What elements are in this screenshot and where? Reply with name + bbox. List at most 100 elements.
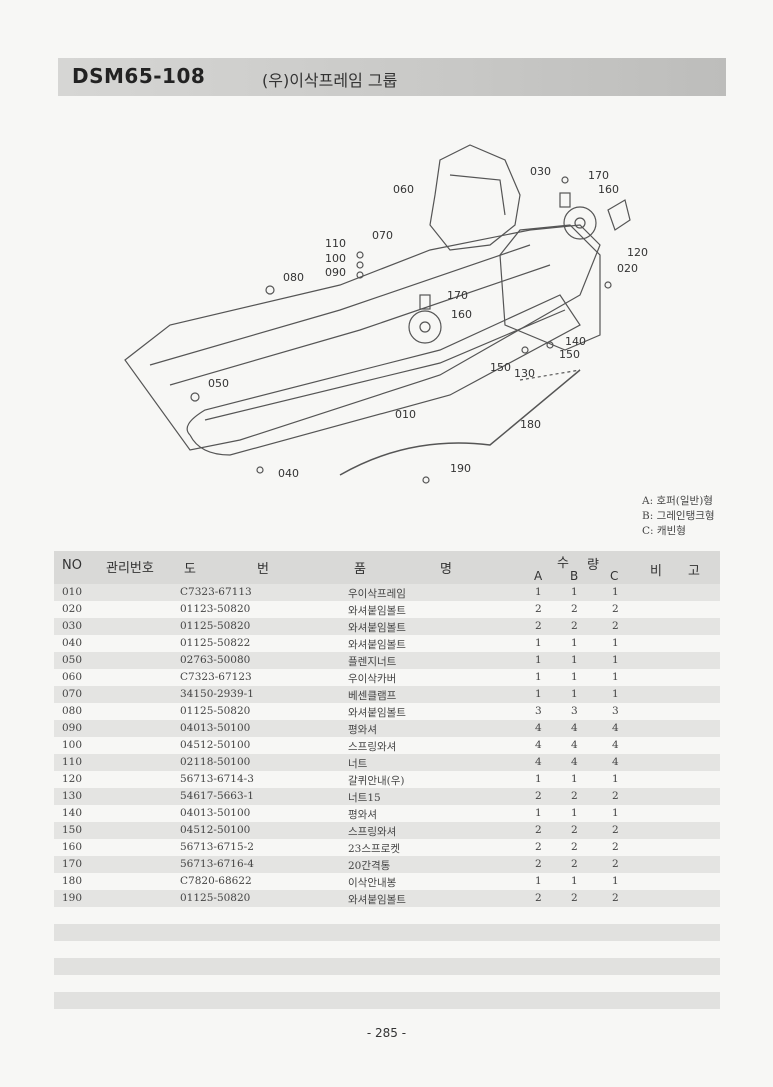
qty-c: 1 bbox=[612, 875, 619, 887]
qty-b: 3 bbox=[571, 705, 578, 717]
header-drawing-1: 도 bbox=[184, 562, 196, 577]
header-drawing-2: 번 bbox=[257, 562, 269, 577]
callout-label: 160 bbox=[451, 308, 472, 321]
qty-b: 1 bbox=[571, 875, 578, 887]
callout-labels: 030 170 160 060 070 110 100 090 080 120 … bbox=[208, 165, 648, 480]
callout-label: 100 bbox=[325, 252, 346, 265]
qty-c: 2 bbox=[612, 824, 619, 836]
callout-label: 130 bbox=[514, 367, 535, 380]
part-name: 와셔붙임볼트 bbox=[348, 894, 406, 906]
part-no: 120 bbox=[62, 773, 83, 785]
part-name: 스프링와셔 bbox=[348, 826, 397, 838]
header-remark-1: 비 bbox=[650, 564, 662, 579]
drawing-number: 56713-6715-2 bbox=[180, 841, 254, 853]
legend-item: B: 그레인탱크형 bbox=[642, 510, 715, 522]
table-blank-row bbox=[54, 924, 720, 941]
table-blank-row bbox=[54, 992, 720, 1009]
part-name: 23스프로켓 bbox=[348, 843, 401, 855]
part-name: 이삭안내봉 bbox=[348, 877, 397, 889]
part-no: 100 bbox=[62, 739, 83, 751]
callout-label: 060 bbox=[393, 183, 414, 196]
part-name: 평와셔 bbox=[348, 724, 377, 736]
qty-a: 1 bbox=[535, 586, 542, 598]
part-no: 020 bbox=[62, 603, 83, 615]
qty-b: 2 bbox=[571, 603, 578, 615]
drawing-number: 34150-2939-1 bbox=[180, 688, 254, 700]
drawing-number: C7323-67113 bbox=[180, 586, 252, 598]
part-no: 030 bbox=[62, 620, 83, 632]
drawing-number: 04013-50100 bbox=[180, 807, 251, 819]
qty-c: 1 bbox=[612, 671, 619, 683]
qty-b: 2 bbox=[571, 858, 578, 870]
part-name: 와셔붙임볼트 bbox=[348, 622, 406, 634]
qty-c: 2 bbox=[612, 620, 619, 632]
drawing-number: 54617-5663-1 bbox=[180, 790, 254, 802]
legend-item: C: 캐빈형 bbox=[642, 525, 686, 537]
qty-c: 4 bbox=[612, 756, 619, 768]
header-b: B bbox=[570, 569, 579, 583]
header-a: A bbox=[534, 569, 543, 583]
part-name: 플렌지너트 bbox=[348, 656, 397, 668]
part-no: 180 bbox=[62, 875, 83, 887]
header-remark-2: 고 bbox=[688, 564, 700, 579]
qty-a: 1 bbox=[535, 688, 542, 700]
qty-b: 4 bbox=[571, 739, 578, 751]
part-name: 베센클램프 bbox=[348, 690, 397, 702]
qty-b: 4 bbox=[571, 722, 578, 734]
callout-label: 040 bbox=[278, 467, 299, 480]
qty-c: 2 bbox=[612, 892, 619, 904]
part-no: 130 bbox=[62, 790, 83, 802]
parts-diagram: 030 170 160 060 070 110 100 090 080 120 … bbox=[124, 144, 648, 484]
callout-label: 070 bbox=[372, 229, 393, 242]
drawing-number: 01123-50820 bbox=[180, 603, 251, 615]
table-blank-row bbox=[54, 958, 720, 975]
qty-a: 2 bbox=[535, 603, 542, 615]
drawing-number: 04512-50100 bbox=[180, 739, 251, 751]
qty-a: 4 bbox=[535, 756, 542, 768]
table-header: NO 관리번호 도 번 품 명 수 량 A B C 비 고 bbox=[54, 551, 720, 584]
qty-c: 1 bbox=[612, 773, 619, 785]
callout-label: 170 bbox=[447, 289, 468, 302]
callout-label: 120 bbox=[627, 246, 648, 259]
part-name: 너트 bbox=[348, 758, 368, 770]
table-blank-row bbox=[54, 941, 720, 958]
qty-a: 1 bbox=[535, 671, 542, 683]
part-no: 050 bbox=[62, 654, 83, 666]
part-name: 갈퀴안내(우) bbox=[348, 775, 405, 787]
drawing-number: 04512-50100 bbox=[180, 824, 251, 836]
qty-b: 2 bbox=[571, 892, 578, 904]
callout-label: 160 bbox=[598, 183, 619, 196]
header-name-2: 명 bbox=[440, 562, 452, 577]
part-name: 와셔붙임볼트 bbox=[348, 707, 406, 719]
qty-b: 1 bbox=[571, 773, 578, 785]
header-name-1: 품 bbox=[354, 562, 366, 577]
part-name: 우이삭카버 bbox=[348, 673, 397, 685]
qty-a: 1 bbox=[535, 773, 542, 785]
callout-label: 030 bbox=[530, 165, 551, 178]
callout-label: 150 bbox=[490, 361, 511, 374]
qty-b: 1 bbox=[571, 688, 578, 700]
qty-a: 2 bbox=[535, 841, 542, 853]
drawing-number: 01125-50820 bbox=[180, 620, 251, 632]
part-no: 070 bbox=[62, 688, 83, 700]
qty-c: 1 bbox=[612, 807, 619, 819]
page-number: - 285 - bbox=[366, 1026, 407, 1040]
callout-label: 010 bbox=[395, 408, 416, 421]
part-no: 090 bbox=[62, 722, 83, 734]
qty-b: 1 bbox=[571, 807, 578, 819]
qty-c: 2 bbox=[612, 858, 619, 870]
qty-b: 2 bbox=[571, 790, 578, 802]
